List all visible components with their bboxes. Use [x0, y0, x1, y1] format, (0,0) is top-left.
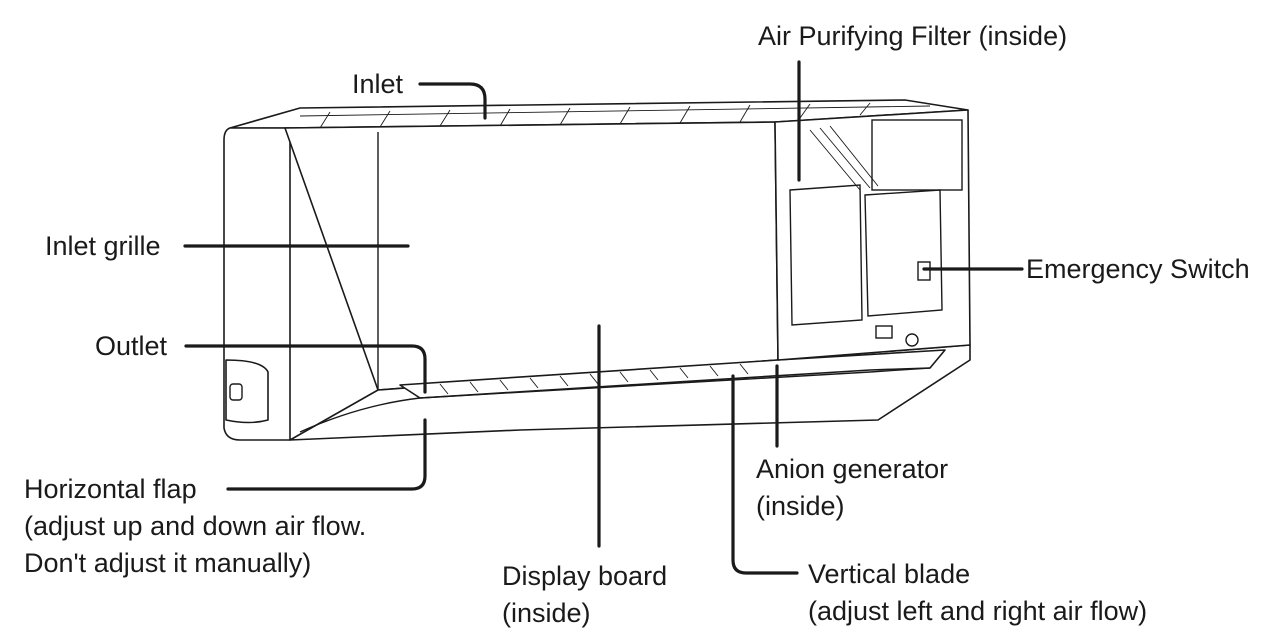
indoor-unit-illustration [223, 99, 971, 441]
outlet-leader [184, 344, 427, 394]
horizontal-flap-note-line-1: (adjust up and down air flow. [24, 511, 367, 541]
display-board-note: (inside) [502, 598, 591, 628]
air-purifying-filter-label: Air Purifying Filter (inside) [758, 21, 1068, 51]
inlet-label: Inlet [352, 69, 404, 99]
inlet-grille-label: Inlet grille [45, 231, 161, 261]
vertical-blade-label: Vertical blade [808, 559, 971, 589]
vertical-blade-note: (adjust left and right air flow) [808, 596, 1148, 626]
horizontal-flap-note-line-2: Don't adjust it manually) [24, 548, 312, 578]
display-board-label: Display board [502, 561, 668, 591]
horizontal-flap-leader [226, 418, 427, 491]
emergency-switch-label: Emergency Switch [1026, 254, 1250, 284]
inlet-leader [418, 82, 487, 120]
anion-generator-note: (inside) [756, 491, 845, 521]
leader-lines [183, 60, 1024, 575]
outlet-label: Outlet [95, 331, 168, 361]
vertical-blade-leader [731, 374, 799, 575]
horizontal-flap-label: Horizontal flap [24, 474, 197, 504]
anion-generator-label: Anion generator [756, 454, 949, 484]
